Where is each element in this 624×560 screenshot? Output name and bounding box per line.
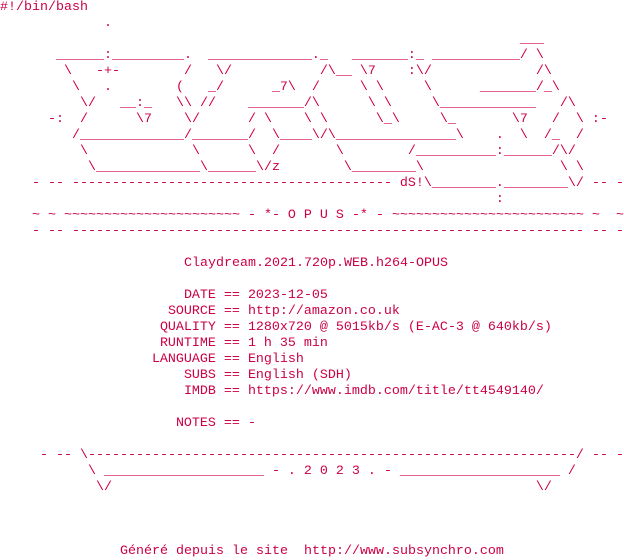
ascii-art-line: \/ __:_ \\ // _______/\ \ \ \___________…	[0, 96, 576, 111]
ascii-art-line: :	[0, 192, 504, 207]
info-separator: ==	[215, 288, 248, 303]
footer-line: Généré depuis le site http://www.subsync…	[120, 544, 504, 560]
info-label: SOURCE	[167, 304, 216, 319]
info-separator: ==	[215, 336, 248, 351]
info-separator: ==	[215, 352, 248, 367]
ascii-art-line: - -- \----------------------------------…	[0, 448, 624, 463]
info-separator: ==	[215, 384, 248, 399]
info-row-subs: SUBS == English (SDH)	[0, 368, 352, 384]
ascii-art-line: - -- -----------------------------------…	[0, 224, 624, 239]
ascii-art-line: - -- -----------------------------------…	[0, 176, 624, 191]
info-row-date: DATE == 2023-12-05	[0, 288, 328, 304]
ascii-art-line: ______:_________. _____________._ ______…	[0, 48, 544, 63]
ascii-art-line: \ \ \ / \ /__________:______/\/	[0, 144, 576, 159]
ascii-art-year-line: \ ____________________ - . 2 0 2 3 . - _…	[0, 464, 576, 479]
info-separator: ==	[215, 320, 248, 335]
shebang-line: #!/bin/bash	[0, 0, 88, 15]
ascii-art-line: /_____________/_______/ \____\/\________…	[0, 128, 584, 143]
info-label: DATE	[183, 288, 216, 303]
generated-text: Généré depuis le site	[120, 544, 288, 559]
info-value: https://www.imdb.com/title/tt4549140/	[247, 384, 544, 399]
info-row-source: SOURCE == http://amazon.co.uk	[0, 304, 400, 320]
info-label: QUALITY	[159, 320, 216, 335]
info-label: RUNTIME	[159, 336, 216, 351]
info-row-runtime: RUNTIME == 1 h 35 min	[0, 336, 328, 352]
info-label: SUBS	[183, 368, 216, 383]
info-separator: ==	[215, 416, 248, 431]
info-value: English (SDH)	[247, 368, 352, 383]
info-value: 2023-12-05	[247, 288, 328, 303]
info-value: http://amazon.co.uk	[247, 304, 400, 319]
info-row-quality: QUALITY == 1280x720 @ 5015kb/s (E-AC-3 @…	[0, 320, 552, 336]
ascii-art-line: \_____________\______\/z \________\ \ \	[0, 160, 584, 175]
info-value: -	[247, 416, 256, 431]
ascii-art-line: \/ \/	[0, 480, 552, 495]
info-row-imdb: IMDB == https://www.imdb.com/title/tt454…	[0, 384, 544, 400]
info-label: NOTES	[175, 416, 216, 431]
ascii-art-line: .	[0, 16, 112, 31]
ascii-art-banner: ~ ~ ~~~~~~~~~~~~~~~~~~~~~~ - *- O P U S …	[0, 208, 624, 223]
info-separator: ==	[215, 304, 248, 319]
info-row-notes: NOTES == -	[0, 416, 256, 432]
ascii-art-line: -: / \7 \/ / \ \ \ \_\ \_ \7 / \ :-	[0, 112, 608, 127]
info-value: English	[247, 352, 304, 367]
info-row-language: LANGUAGE == English	[0, 352, 304, 368]
ascii-art-line: \ . ( _/ _7\ / \ \ \ _______/_\	[0, 80, 560, 95]
info-separator: ==	[215, 368, 248, 383]
ascii-art-line: ___	[0, 32, 544, 47]
info-value: 1280x720 @ 5015kb/s (E-AC-3 @ 640kb/s)	[247, 320, 552, 335]
ascii-art-line: \ -+- / \/ /\__ \7 :\/ /\	[0, 64, 552, 79]
info-value: 1 h 35 min	[247, 336, 328, 351]
info-label: LANGUAGE	[151, 352, 216, 367]
site-url: http://www.subsynchro.com	[303, 544, 504, 559]
info-label: IMDB	[183, 384, 216, 399]
release-name: Claydream.2021.720p.WEB.h264-OPUS	[184, 256, 448, 271]
